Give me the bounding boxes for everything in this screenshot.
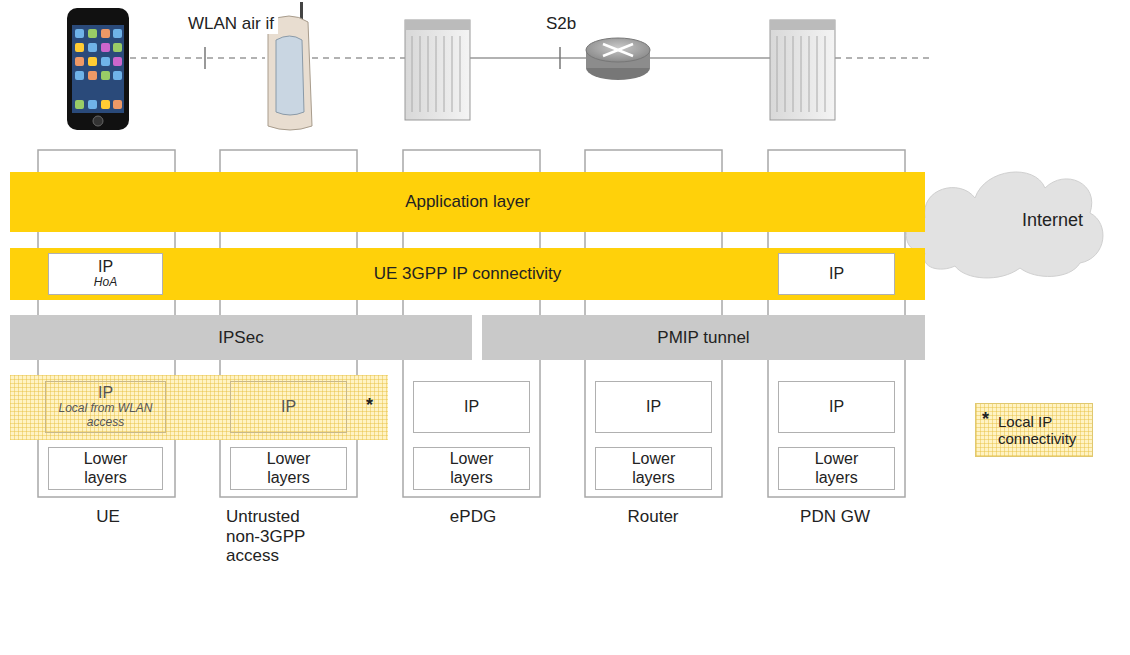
box-label: IP	[464, 398, 479, 416]
protocol-box: IP	[413, 381, 530, 433]
layer-band: Application layer	[10, 172, 925, 232]
box-label: Lower layers	[437, 450, 507, 487]
box-label: IP	[98, 384, 113, 402]
box-label: *	[366, 395, 373, 416]
legend-star: *	[982, 409, 996, 430]
protocol-box: Lower layers	[48, 447, 163, 490]
server-icon	[770, 20, 835, 120]
box-note: Local from WLAN access	[46, 402, 165, 430]
box-label: IP	[646, 398, 661, 416]
box-label: UE 3GPP IP connectivity	[374, 264, 561, 284]
protocol-box: Lower layers	[413, 447, 530, 490]
box-label: Lower layers	[254, 450, 324, 487]
box-label: IPSec	[218, 328, 263, 348]
protocol-box: IP	[778, 381, 895, 433]
column-label: PDN GW	[790, 507, 880, 527]
interface-label: WLAN air if	[188, 14, 278, 34]
cloud-shape: Internet	[895, 158, 1110, 283]
protocol-box: Lower layers	[595, 447, 712, 490]
interface-label: S2b	[546, 14, 586, 34]
column-label: ePDG	[428, 507, 518, 527]
local-band: *IPLocal from WLAN accessIP	[10, 375, 388, 440]
box-label: IP	[829, 398, 844, 416]
phone-icon	[67, 8, 129, 130]
tunnel-band: IPSec	[10, 315, 472, 360]
protocol-box: Lower layers	[230, 447, 347, 490]
legend-text: Local IP connectivity	[998, 413, 1090, 448]
protocol-box: IPHoA	[48, 253, 163, 295]
protocol-box: IP	[778, 253, 895, 295]
box-label: IP	[829, 265, 844, 283]
layer-band: UE 3GPP IP connectivityIPHoAIP	[10, 248, 925, 300]
column-label: Untrusted non-3GPP access	[226, 507, 326, 566]
box-label: IP	[281, 398, 296, 416]
protocol-box: IP	[595, 381, 712, 433]
box-label: Lower layers	[802, 450, 872, 487]
box-note: HoA	[94, 276, 117, 290]
box-label: Internet	[1022, 210, 1083, 231]
server-icon	[405, 20, 470, 120]
box-label: Application layer	[405, 192, 530, 212]
column-label: Router	[608, 507, 698, 527]
router-icon	[586, 38, 650, 80]
protocol-box: Lower layers	[778, 447, 895, 490]
box-label: Lower layers	[71, 450, 141, 487]
box-label: PMIP tunnel	[657, 328, 749, 348]
protocol-box: IP	[230, 381, 347, 433]
column-label: UE	[68, 507, 148, 527]
tunnel-band: PMIP tunnel	[482, 315, 925, 360]
protocol-box: IPLocal from WLAN access	[45, 381, 166, 433]
box-label: Lower layers	[619, 450, 689, 487]
box-label: IP	[98, 258, 113, 276]
